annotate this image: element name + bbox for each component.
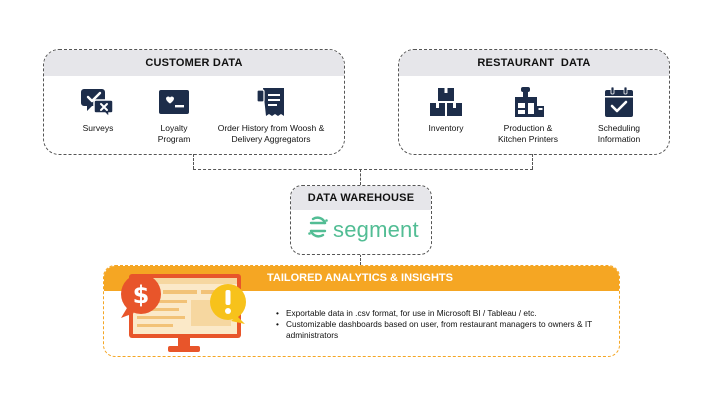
analytics-title: TAILORED ANALYTICS & INSIGHTS (267, 272, 453, 284)
production-item: Production & Kitchen Printers (487, 86, 569, 145)
connector-customer-down (193, 154, 194, 169)
order-history-item: Order History from Woosh & Delivery Aggr… (206, 86, 336, 145)
bullet-item: Customizable dashboards based on user, f… (276, 319, 606, 341)
analytics-bullets: Exportable data in .csv format, for use … (276, 308, 606, 341)
customer-data-title: CUSTOMER DATA (44, 50, 344, 76)
connector-warehouse-out (360, 254, 361, 265)
data-warehouse-title: DATA WAREHOUSE (291, 186, 431, 210)
surveys-item: Surveys (62, 86, 134, 134)
customer-data-panel: CUSTOMER DATA Surveys Loyalty Program (43, 49, 345, 155)
scheduling-label: Scheduling Information (597, 123, 641, 144)
segment-logo: segment (307, 216, 419, 243)
bullet-item: Exportable data in .csv format, for use … (276, 308, 606, 319)
connector-restaurant-down (532, 154, 533, 169)
loyalty-card-icon (157, 86, 191, 118)
connector-warehouse-in (360, 169, 361, 185)
svg-text:$: $ (133, 281, 150, 309)
restaurant-data-title: RESTAURANT DATA (399, 50, 669, 76)
connector-horizontal (193, 169, 533, 170)
loyalty-program-label: Loyalty Program (157, 123, 191, 144)
scheduling-item: Scheduling Information (583, 86, 655, 145)
order-history-label: Order History from Woosh & Delivery Aggr… (217, 123, 325, 144)
kitchen-printer-icon (510, 86, 546, 118)
receipt-icon (254, 86, 288, 118)
inventory-label: Inventory (428, 123, 464, 133)
chat-check-icon (81, 86, 115, 118)
restaurant-data-panel: RESTAURANT DATA Inventory (398, 49, 670, 155)
calendar-check-icon (602, 86, 636, 118)
data-warehouse-panel: DATA WAREHOUSE (290, 185, 432, 255)
loyalty-program-item: Loyalty Program (138, 86, 210, 145)
boxes-icon (429, 86, 463, 118)
inventory-item: Inventory (408, 86, 484, 134)
surveys-label: Surveys (82, 123, 114, 133)
monitor-dollar-alert-icon: $ (113, 274, 263, 362)
analytics-monitor-illustration: $ (113, 268, 263, 363)
segment-mark-icon (307, 216, 329, 243)
production-label: Production & Kitchen Printers (498, 123, 558, 144)
segment-wordmark: segment (333, 216, 419, 242)
